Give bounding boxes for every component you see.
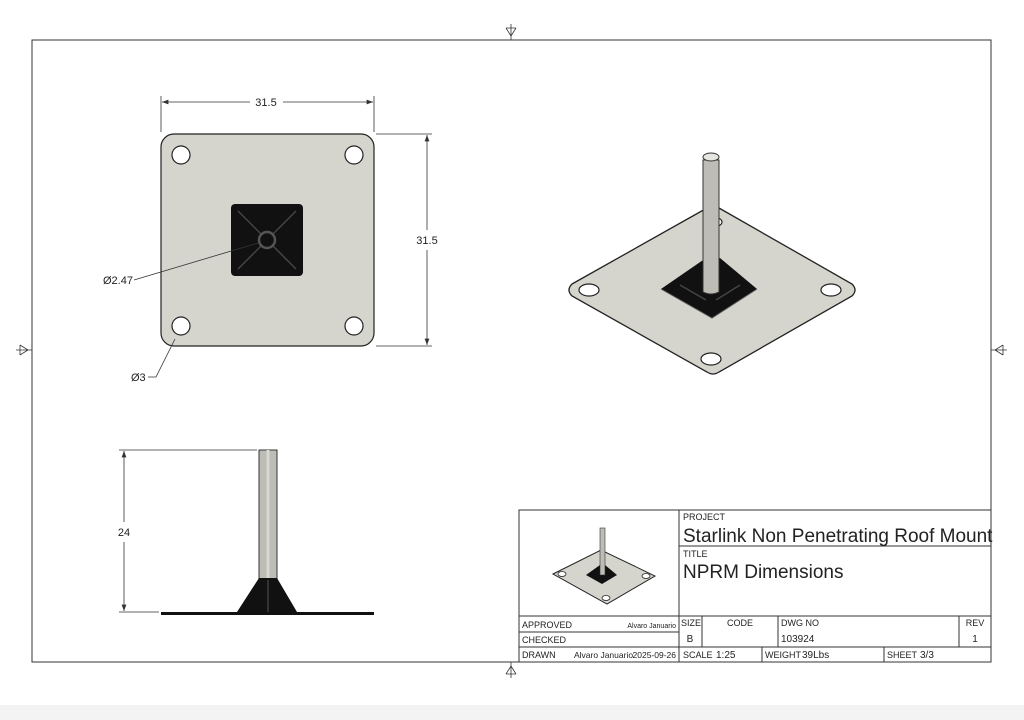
isometric-view (568, 152, 856, 375)
dwg-no-label: DWG NO (781, 618, 819, 628)
top-view: 31.5 31.5 Ø2.47 Ø3 (103, 96, 438, 384)
pole-hole (257, 230, 277, 250)
code-label: CODE (727, 618, 753, 628)
sheet-label: SHEET (887, 650, 918, 660)
scale-label: SCALE (683, 650, 713, 660)
project-label: PROJECT (683, 512, 726, 522)
drawn-by: Alvaro Januario (574, 650, 633, 660)
width-dimension: 31.5 (255, 97, 276, 109)
bottom-strip (0, 705, 1024, 720)
drawn-label: DRAWN (522, 650, 556, 660)
size-value: B (687, 634, 694, 645)
title-block: PROJECT Starlink Non Penetrating Roof Mo… (518, 509, 993, 663)
thumbnail (551, 527, 657, 605)
rev-value: 1 (972, 634, 978, 645)
rev-label: REV (966, 618, 985, 628)
weight-value: 39Lbs (802, 650, 829, 661)
project-name: Starlink Non Penetrating Roof Mount (683, 526, 993, 547)
center-marks (16, 24, 1007, 678)
drawing-title: NPRM Dimensions (683, 562, 843, 583)
dwg-no-value: 103924 (781, 634, 815, 645)
size-label: SIZE (681, 618, 701, 628)
side-view: 24 (118, 449, 374, 615)
height-dimension: 31.5 (416, 235, 437, 247)
title-label: TITLE (683, 549, 708, 559)
approved-label: APPROVED (522, 620, 573, 630)
corner-hole-dimension: Ø3 (131, 372, 146, 384)
weight-label: WEIGHT (765, 650, 801, 660)
pole-height-dimension: 24 (118, 527, 130, 539)
scale-value: 1:25 (716, 650, 736, 661)
drawing-border (31, 39, 992, 663)
center-hole-dimension: Ø2.47 (103, 275, 133, 287)
approved-by: Alvaro Januario (627, 623, 676, 630)
drawn-date: 2025-09-26 (633, 650, 677, 660)
checked-label: CHECKED (522, 635, 567, 645)
corner-holes (171, 145, 364, 336)
sheet-value: 3/3 (920, 650, 934, 661)
